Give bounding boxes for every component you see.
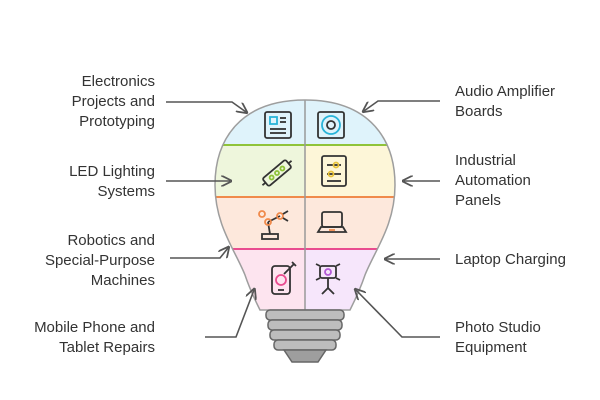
speaker-icon (317, 111, 345, 139)
label-line: Machines (90, 272, 155, 289)
label-line: LED Lighting (69, 163, 155, 180)
label-line: Mobile Phone and (34, 319, 155, 336)
band-green-right (305, 145, 395, 197)
label-mobile-phone: Mobile Phone and Tablet Repairs (34, 318, 155, 358)
label-line: Equipment (455, 339, 527, 356)
label-photo-studio: Photo Studio Equipment (455, 318, 541, 358)
studio-light-icon (315, 263, 341, 295)
label-line: Tablet Repairs (59, 339, 155, 356)
label-line: Industrial (455, 152, 516, 169)
label-line: Audio Amplifier (455, 83, 556, 100)
control-panel-icon (321, 155, 347, 187)
arrow-mobile (205, 290, 254, 338)
label-line: Automation (455, 172, 531, 189)
label-industrial-automation: Industrial Automation Panels (455, 151, 531, 211)
label-electronics-projects: Electronics Projects and Prototyping (72, 72, 155, 132)
connector-arrows (166, 100, 440, 338)
arrow-photo (356, 290, 440, 338)
label-laptop-charging: Laptop Charging (455, 250, 566, 270)
label-line: Laptop Charging (455, 251, 566, 268)
robot-arm-icon (258, 210, 289, 240)
label-line: Boards (455, 103, 503, 120)
label-line: Electronics (81, 73, 155, 90)
bulb-base (265, 309, 345, 363)
label-line: Photo Studio (455, 319, 541, 336)
label-line: Systems (97, 183, 155, 200)
laptop-icon (316, 211, 348, 233)
label-line: Projects and (71, 93, 155, 110)
label-led-lighting: LED Lighting Systems (69, 162, 155, 202)
arrow-electronics (166, 101, 246, 112)
bulb-bands (215, 100, 395, 310)
circuit-board-icon (264, 111, 292, 139)
phone-repair-icon (271, 261, 297, 295)
label-line: Panels (455, 192, 501, 209)
label-line: Special-Purpose (44, 252, 155, 269)
arrow-audio (364, 100, 440, 111)
arrow-robotics (170, 248, 228, 259)
label-line: Prototyping (79, 113, 155, 130)
label-audio-amplifier: Audio Amplifier Boards (455, 82, 555, 122)
label-line: Robotics and (67, 232, 155, 249)
label-robotics: Robotics and Special-Purpose Machines (45, 231, 155, 291)
led-strip-icon (261, 159, 293, 187)
